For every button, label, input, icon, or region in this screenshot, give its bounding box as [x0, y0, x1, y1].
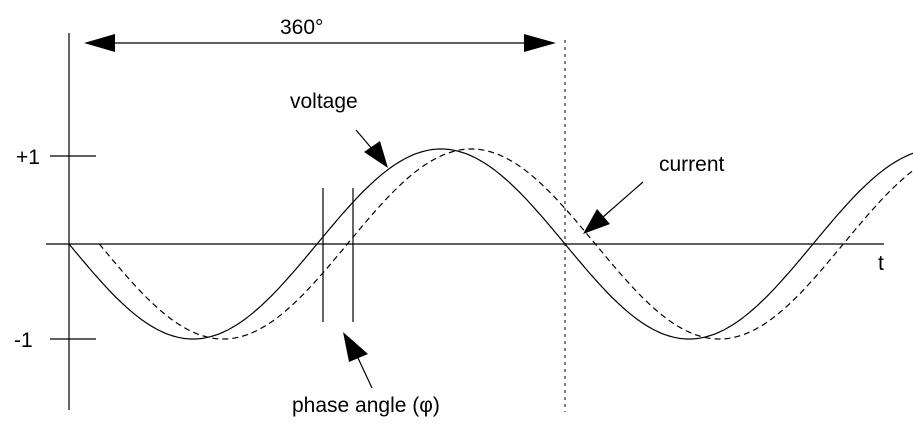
period-arrowhead-left	[84, 34, 115, 52]
time-axis-label: t	[878, 252, 884, 275]
period-label: 360°	[280, 16, 323, 39]
voltage-callout-arrow	[355, 129, 388, 168]
voltage-label: voltage	[290, 90, 358, 113]
period-arrowhead-right	[524, 34, 556, 52]
current-callout-arrow	[583, 181, 644, 234]
voltage-waveform	[68, 148, 913, 340]
phase-angle-callout-arrow	[343, 332, 373, 389]
phase-angle-label: phase angle (φ)	[292, 394, 440, 417]
plus-one-label: +1	[16, 146, 40, 169]
current-waveform	[98, 148, 913, 340]
current-label: current	[659, 153, 725, 176]
minus-one-label: -1	[14, 329, 33, 352]
